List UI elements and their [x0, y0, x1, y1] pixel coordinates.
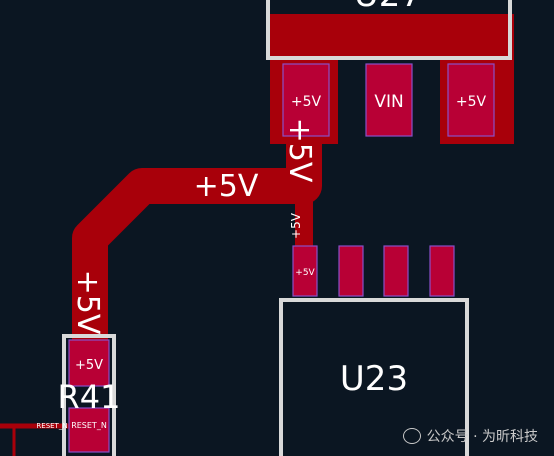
u23-body-outline [279, 298, 469, 456]
u27-pad-2[interactable] [365, 63, 413, 137]
u27-designator: U27 [354, 0, 422, 15]
u23-designator: U23 [340, 359, 408, 399]
r41-body-outline [62, 334, 116, 456]
r41-pad2-label: RESET_N [71, 421, 107, 430]
u23-pad-3[interactable] [383, 245, 409, 297]
watermark-text: 公众号 · 为昕科技 [426, 429, 538, 445]
u23-pad-2[interactable] [338, 245, 364, 297]
u27-pad-1[interactable] [282, 63, 330, 137]
net-label-small-trace: +5V [289, 212, 303, 239]
u27-pad3-label: +5V [456, 94, 487, 110]
u23-pad-1[interactable] [292, 245, 318, 297]
u23-pad-4[interactable] [429, 245, 455, 297]
net-label-vertical-trace: +5V [282, 118, 317, 183]
wechat-icon [402, 428, 421, 444]
r41-pad1-label: +5V [75, 358, 103, 373]
watermark: 公众号 · 为昕科技 [402, 426, 538, 446]
u27-pad1-label: +5V [291, 94, 322, 110]
r41-pad-1[interactable] [68, 339, 110, 387]
u23-pad1-label: +5V [295, 268, 315, 278]
u27-pad-3[interactable] [447, 63, 495, 137]
trace-5v-main[interactable] [72, 130, 322, 350]
r41-pad-2[interactable] [68, 407, 110, 453]
u27-pad2-label: VIN [374, 92, 403, 112]
reset-trace-label: RESET_N [36, 422, 67, 430]
net-label-main-trace: +5V [194, 169, 259, 204]
r41-designator: R41 [58, 378, 121, 416]
net-label-left-trace: +5V [70, 270, 105, 335]
u27-body-outline [266, 0, 512, 60]
